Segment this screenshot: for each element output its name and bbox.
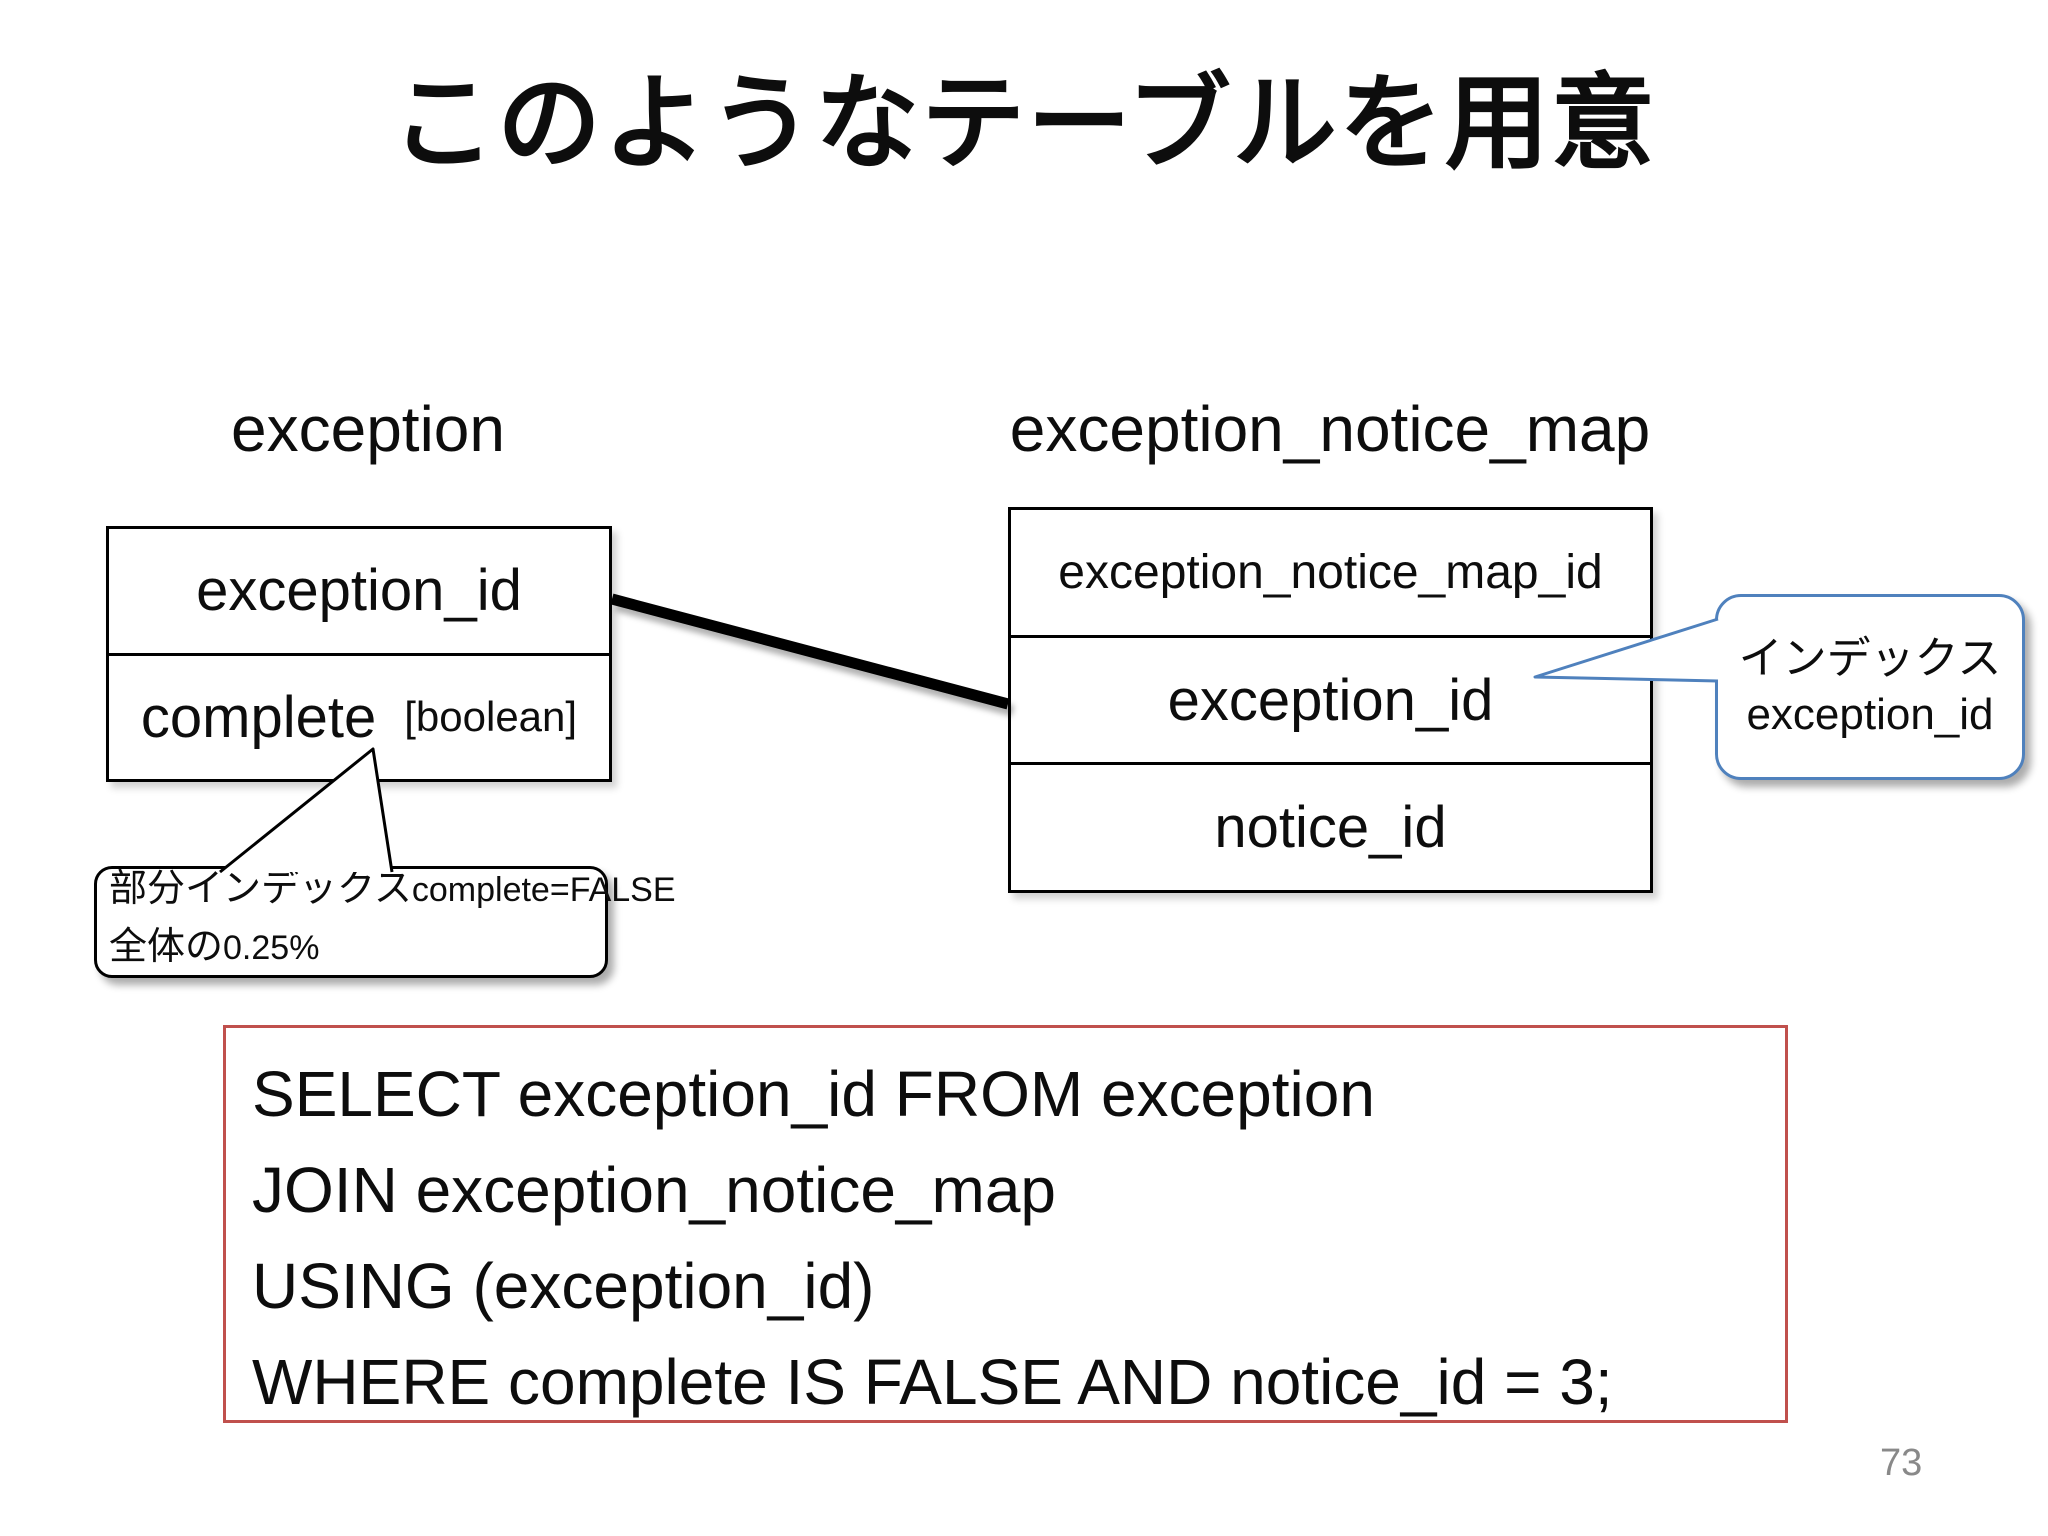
index-callout-line2: exception_id	[1746, 690, 1994, 739]
exception-table: exception_id complete [boolean]	[106, 526, 612, 782]
index-callout-line1: インデックス	[1738, 634, 2002, 683]
slide-title: このようなテーブルを用意	[391, 66, 1657, 182]
partial-index-jp-text: 部分インデックス	[109, 868, 412, 910]
exception-table-title: exception	[231, 393, 505, 465]
field-exception-notice-map-id: exception_notice_map_id	[1058, 545, 1603, 599]
sql-query-box: SELECT exception_id FROM exception JOIN …	[223, 1025, 1788, 1423]
partial-index-jp-text2: 全体の	[109, 926, 224, 968]
table-row: exception_notice_map_id	[1011, 510, 1650, 638]
page-number: 73	[1880, 1442, 1923, 1484]
table-row: complete [boolean]	[109, 656, 609, 780]
field-exception-id: exception_id	[1167, 667, 1494, 733]
field-exception-id: exception_id	[196, 558, 522, 624]
field-notice-id: notice_id	[1214, 795, 1447, 861]
table-row: exception_id	[109, 529, 609, 656]
exception-notice-map-table-title: exception_notice_map	[1009, 393, 1651, 465]
relationship-connector-line	[610, 593, 1010, 710]
table-row: notice_id	[1011, 765, 1650, 890]
index-callout: インデックス exception_id	[1715, 594, 2025, 780]
field-complete: complete	[140, 684, 377, 750]
partial-index-callout-line1: 部分インデックスcomplete=FALSE	[109, 864, 676, 922]
sql-line-join: JOIN exception_notice_map	[252, 1154, 1056, 1226]
partial-index-code-text2: 0.25%	[223, 929, 320, 967]
partial-index-callout: 部分インデックスcomplete=FALSE 全体の0.25%	[94, 864, 676, 980]
exception-notice-map-table: exception_notice_map_id exception_id not…	[1008, 507, 1653, 893]
table-row: exception_id	[1011, 638, 1650, 766]
sql-line-using: USING (exception_id)	[252, 1250, 875, 1322]
partial-index-code-text: complete=FALSE	[411, 871, 676, 909]
field-complete-type: [boolean]	[404, 693, 578, 741]
sql-line-select: SELECT exception_id FROM exception	[252, 1058, 1375, 1130]
partial-index-callout-line2: 全体の0.25%	[109, 922, 593, 980]
sql-line-where: WHERE complete IS FALSE AND notice_id = …	[252, 1346, 1613, 1418]
